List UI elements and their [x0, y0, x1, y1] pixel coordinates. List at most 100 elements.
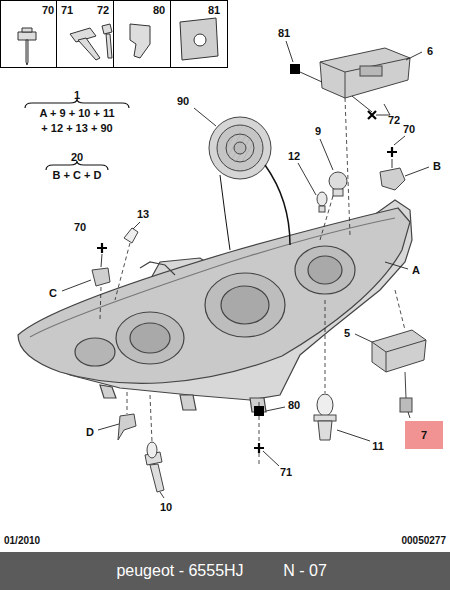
leader-line — [62, 280, 91, 291]
headlight-unit — [100, 385, 266, 412]
cover-cap — [209, 117, 271, 179]
callout-number: 12 — [288, 151, 300, 162]
headlight-unit — [30, 218, 395, 337]
bulb — [318, 421, 332, 440]
table-cell: 7172 — [56, 0, 114, 68]
fastener-icons — [18, 18, 218, 65]
leader-line — [266, 407, 285, 411]
callout-box: 7 — [405, 421, 443, 449]
assembly-axis — [345, 98, 350, 235]
leader-line — [300, 72, 322, 82]
leader-line — [392, 159, 393, 168]
fastener-icons — [130, 24, 150, 58]
fastener-icons — [78, 38, 100, 60]
fastener-icons — [102, 24, 112, 34]
leader-line — [320, 139, 333, 170]
leader-line — [355, 334, 372, 342]
bulb — [145, 442, 164, 492]
group-formula: B + C + D — [53, 170, 102, 181]
group-formula: 1 — [74, 90, 80, 101]
control-module — [345, 72, 346, 98]
fastener-marker — [254, 443, 264, 453]
fastener-icons — [22, 28, 32, 32]
leader-line — [394, 136, 405, 145]
group-formula: A + 9 + 10 + 11 — [39, 108, 114, 119]
callout-number: 81 — [278, 28, 290, 39]
bracket — [118, 414, 136, 440]
callout-number: 7 — [421, 430, 427, 441]
callout-number: 13 — [137, 209, 149, 220]
headlight-unit — [116, 312, 184, 364]
control-module — [360, 66, 382, 76]
assembly-axis — [259, 402, 260, 465]
bracket — [380, 168, 405, 190]
fastener-icons — [194, 34, 206, 46]
bracket — [92, 168, 405, 440]
group-formula: + 12 + 13 + 90 — [41, 123, 112, 134]
callout-number: 5 — [344, 328, 350, 339]
leader-line — [337, 430, 370, 441]
headlight-unit — [130, 323, 170, 353]
callout-number: 72 — [388, 115, 400, 126]
callout-number: 80 — [288, 400, 300, 411]
cover-cap — [234, 142, 246, 154]
cap-guide — [265, 165, 290, 245]
headlight-unit — [18, 208, 410, 383]
assembly-axis — [320, 196, 333, 240]
assembly-axis — [100, 287, 101, 320]
table-cell: 81 — [170, 0, 228, 68]
fastener-icons — [26, 40, 28, 65]
headlight-unit — [205, 273, 285, 337]
bulb — [329, 172, 347, 190]
fastener-icons — [106, 34, 112, 58]
assembly-axis — [150, 395, 152, 442]
group-formula: 20 — [71, 152, 83, 163]
ballast-module — [372, 340, 426, 372]
table-cell: 70 — [0, 0, 57, 68]
assembly-axis — [115, 243, 130, 300]
bulb — [124, 228, 138, 243]
leader-line — [405, 167, 429, 176]
leader-line — [286, 41, 293, 62]
bracket — [92, 268, 110, 286]
leader-line — [352, 96, 372, 112]
control-module — [320, 48, 410, 98]
cover-cap — [217, 125, 263, 171]
bulb — [319, 206, 325, 212]
bulb — [124, 228, 138, 243]
callout-number: 9 — [315, 126, 321, 137]
assembly-axis — [127, 392, 128, 414]
callout-number: A — [412, 265, 420, 276]
callout-number: 70 — [74, 222, 86, 233]
headlight-unit — [140, 262, 175, 275]
assembly-axis — [395, 290, 405, 330]
leader-line — [98, 424, 119, 430]
callout-number: 11 — [372, 441, 384, 452]
fastener-marker — [387, 147, 397, 157]
leader-line — [406, 52, 422, 60]
callout-number: 80 — [153, 5, 165, 16]
headlight-unit — [221, 286, 269, 324]
leader-line — [263, 451, 279, 466]
callout-number: D — [86, 427, 94, 438]
assembly-axis — [100, 98, 405, 465]
bulb — [147, 442, 157, 458]
headlight-unit — [295, 246, 355, 294]
assembly-axis — [325, 300, 326, 393]
ballast-module — [405, 372, 406, 398]
headlight-unit — [18, 200, 412, 412]
fastener-marker — [97, 243, 107, 253]
footer-band: peugeot - 6555HJN - 07 — [0, 552, 450, 590]
control-module — [320, 48, 410, 98]
bulb — [317, 192, 327, 206]
fastener-marker — [254, 406, 264, 416]
callout-number: 71 — [61, 5, 73, 16]
fastener-marker — [97, 64, 397, 453]
table-cell: 80 — [113, 0, 171, 68]
leader-line — [408, 412, 410, 418]
leader-line — [62, 41, 429, 498]
group-brace — [25, 99, 129, 170]
headlight-unit — [308, 256, 342, 284]
bulb — [150, 464, 164, 492]
